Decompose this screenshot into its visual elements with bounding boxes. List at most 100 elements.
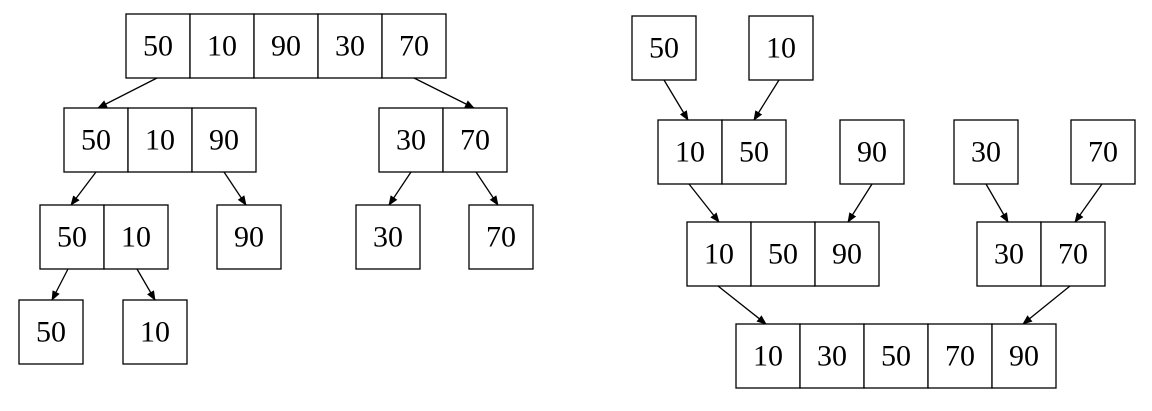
array-node-s-ll-left: 50 — [18, 299, 84, 365]
array-cell-box — [750, 221, 816, 287]
array-cell-value: 90 — [234, 221, 264, 254]
arrow-line — [847, 183, 873, 223]
array-cell-value: 70 — [399, 30, 429, 63]
array-cell-value: 50 — [81, 124, 111, 157]
array-cell-value: 50 — [768, 238, 798, 271]
arrow-s-left-left-to-s-ll-right — [136, 268, 156, 301]
arrow-s-left-left-to-s-ll-left — [51, 268, 69, 301]
arrow-m-70-to-m-30-70 — [1074, 183, 1103, 223]
arrow-line — [1022, 285, 1071, 325]
array-cell-value: 30 — [396, 124, 426, 157]
arrow-line — [1074, 183, 1103, 223]
array-cell-box — [442, 107, 508, 173]
array-cell: 50 — [39, 204, 105, 270]
array-cell: 30 — [378, 107, 444, 173]
array-cell: 50 — [863, 323, 929, 389]
array-cell-box — [468, 204, 534, 270]
array-cell: 10 — [686, 221, 752, 287]
array-node-s-left-right: 90 — [216, 204, 282, 270]
arrow-s-right-to-s-right-left — [388, 171, 412, 206]
arrow-m-10-50-90-to-m-final — [717, 285, 767, 325]
arrow-line — [97, 77, 158, 109]
array-cell-value: 10 — [121, 221, 151, 254]
array-cell: 70 — [381, 13, 447, 79]
array-cell-value: 10 — [207, 30, 237, 63]
array-cell-value: 90 — [857, 136, 887, 169]
array-cell: 10 — [127, 107, 193, 173]
arrow-line — [753, 79, 780, 121]
array-node-m-30: 30 — [953, 119, 1019, 185]
arrow-line — [136, 268, 156, 301]
array-cell-box — [976, 221, 1042, 287]
array-cell-box — [721, 119, 787, 185]
array-cell-value: 70 — [1088, 136, 1118, 169]
array-cell-value: 70 — [460, 124, 490, 157]
array-cell-value: 10 — [704, 238, 734, 271]
array-node-s-ll-right: 10 — [122, 299, 188, 365]
array-cell-box — [18, 299, 84, 365]
array-cell: 50 — [750, 221, 816, 287]
array-cell-value: 90 — [832, 238, 862, 271]
arrow-line — [413, 77, 475, 109]
array-cell-value: 70 — [1058, 238, 1088, 271]
array-cell-box — [814, 221, 880, 287]
array-cell-value: 10 — [753, 340, 783, 373]
array-cell-value: 30 — [373, 221, 403, 254]
array-cell: 90 — [216, 204, 282, 270]
array-cell: 30 — [953, 119, 1019, 185]
array-cell: 30 — [317, 13, 383, 79]
array-cell: 50 — [18, 299, 84, 365]
array-cell-value: 30 — [971, 136, 1001, 169]
array-cell-box — [103, 204, 169, 270]
array-cell-box — [63, 107, 129, 173]
array-cell-box — [735, 323, 801, 389]
array-cell-value: 90 — [209, 124, 239, 157]
arrow-m-30-70-to-m-final — [1022, 285, 1071, 325]
array-cell: 90 — [191, 107, 257, 173]
array-cell: 30 — [355, 204, 421, 270]
array-cell-value: 90 — [271, 30, 301, 63]
array-cell-value: 90 — [1009, 340, 1039, 373]
array-cell: 70 — [468, 204, 534, 270]
array-cell-box — [378, 107, 444, 173]
arrow-line — [70, 171, 97, 206]
array-cell-box — [122, 299, 188, 365]
array-cell-box — [127, 107, 193, 173]
array-cell: 30 — [976, 221, 1042, 287]
array-cell-box — [381, 13, 447, 79]
array-node-m-10-50-90: 10 50 90 — [686, 221, 880, 287]
array-node-m-10: 10 — [748, 15, 814, 81]
edges-layer — [51, 77, 1103, 325]
array-cell-value: 30 — [994, 238, 1024, 271]
array-node-m-30-70: 30 70 — [976, 221, 1106, 287]
array-cell: 70 — [927, 323, 993, 389]
array-node-s-right-right: 70 — [468, 204, 534, 270]
arrow-line — [223, 171, 247, 206]
arrow-m-90-to-m-10-50-90 — [847, 183, 873, 223]
array-cell-box — [839, 119, 905, 185]
array-cell: 10 — [189, 13, 255, 79]
array-cell-value: 10 — [145, 124, 175, 157]
array-cell: 10 — [122, 299, 188, 365]
array-cell-box — [216, 204, 282, 270]
array-cell: 50 — [631, 15, 697, 81]
arrow-m-10-50-to-m-10-50-90 — [688, 183, 720, 223]
array-cell-box — [1040, 221, 1106, 287]
array-cell-box — [191, 107, 257, 173]
arrow-s-root-to-s-right — [413, 77, 475, 109]
array-cell: 70 — [442, 107, 508, 173]
array-cell-box — [355, 204, 421, 270]
array-cell-box — [863, 323, 929, 389]
arrow-line — [688, 183, 720, 223]
arrow-line — [663, 79, 689, 121]
array-cell: 90 — [814, 221, 880, 287]
array-cell-value: 70 — [486, 221, 516, 254]
array-cell-value: 50 — [36, 316, 66, 349]
array-cell: 10 — [735, 323, 801, 389]
array-cell-value: 50 — [649, 32, 679, 65]
array-cell: 70 — [1070, 119, 1136, 185]
array-cell: 90 — [839, 119, 905, 185]
array-cell: 10 — [657, 119, 723, 185]
